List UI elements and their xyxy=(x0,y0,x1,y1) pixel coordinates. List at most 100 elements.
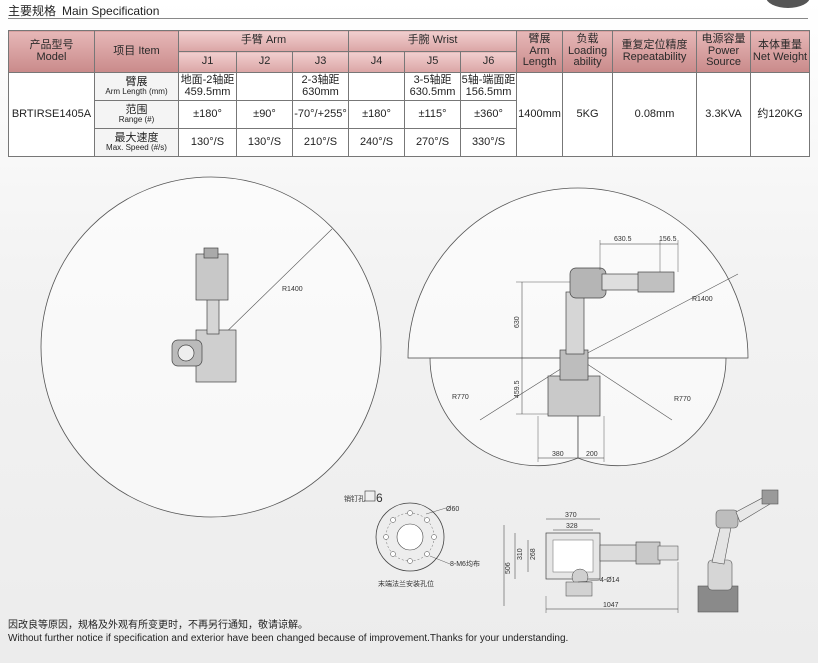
flange-hole-1 xyxy=(407,510,413,516)
robot-photo-elbow xyxy=(715,509,739,529)
robot-turret-side xyxy=(559,349,589,381)
label-1047: 1047 xyxy=(603,602,619,609)
side-view-drawing: R1400 R770 R770 630.5 156.5 xyxy=(407,187,749,467)
label-r770-left: R770 xyxy=(452,394,469,401)
label-pin-dia: 6 xyxy=(376,491,383,505)
robot-photo-turret xyxy=(707,559,733,591)
flange-hole-2 xyxy=(424,517,430,523)
robot-forearm-side xyxy=(601,273,643,291)
base-arm-wrist xyxy=(657,545,679,561)
reach-arc-lower-right xyxy=(577,357,727,467)
flange-hole-5 xyxy=(407,558,413,564)
header-j6: J6 xyxy=(460,51,518,73)
header-arm-group: 手臂 Arm xyxy=(177,30,350,52)
flange-hole-3 xyxy=(431,534,437,540)
speed-j2: 130°/S xyxy=(236,128,293,157)
label-r770-right: R770 xyxy=(674,396,691,403)
armlen-j2 xyxy=(236,72,293,101)
robot-side-view xyxy=(547,267,675,417)
robot-photo-base xyxy=(697,585,739,613)
range-j2: ±90° xyxy=(236,100,293,129)
speed-j6: 330°/S xyxy=(460,128,518,157)
footer-en: Without further notice if specification … xyxy=(8,632,569,644)
label-r1400-left: R1400 xyxy=(282,286,303,293)
flange-center xyxy=(396,523,424,551)
robot-top-view xyxy=(171,247,237,383)
header-j4: J4 xyxy=(348,51,406,73)
base-arm-link xyxy=(599,544,641,562)
leader-4d14 xyxy=(577,579,601,583)
header-j1: J1 xyxy=(178,51,237,73)
label-328: 328 xyxy=(566,523,578,530)
power-value: 3.3KVA xyxy=(696,72,752,157)
robot-elbow-side xyxy=(569,267,607,299)
label-630: 630 xyxy=(514,316,521,328)
corner-decoration xyxy=(766,0,810,8)
label-370: 370 xyxy=(565,512,577,519)
header-j5: J5 xyxy=(404,51,462,73)
robot-upper-arm-side xyxy=(565,291,585,355)
weight-value: 约120KG xyxy=(750,72,811,157)
section-title: 主要规格 Main Specification xyxy=(8,2,159,19)
label-1565: 156.5 xyxy=(659,236,677,243)
robot-photo-wrist xyxy=(761,489,779,505)
radius-line-left xyxy=(210,228,333,348)
flange-hole-6 xyxy=(390,551,396,557)
top-view-drawing: R1400 xyxy=(40,176,382,518)
armlen-j4 xyxy=(348,72,406,101)
model-cell: BRTIRSE1405A xyxy=(8,72,95,157)
label-310: 310 xyxy=(517,548,524,560)
technical-drawings: R1400 R1400 R770 R770 xyxy=(40,176,779,613)
speed-j3: 210°/S xyxy=(291,128,350,157)
range-j3: -70°/+255° xyxy=(291,100,350,129)
robot-wrist-side xyxy=(637,271,675,293)
reach-arc-lower-left xyxy=(429,357,579,467)
radius-line-right xyxy=(577,273,739,359)
range-j1: ±180° xyxy=(178,100,237,129)
label-m6-holes: 8-M6均布 xyxy=(450,559,480,568)
speed-j1: 130°/S xyxy=(178,128,237,157)
base-drawing: 370 328 310 268 506 4-Ø14 1047 xyxy=(503,512,679,613)
section-title-cn: 主要规格 xyxy=(8,4,57,18)
robot-base-side xyxy=(547,375,601,417)
robot-wrist-top xyxy=(203,247,219,259)
header-j3: J3 xyxy=(291,51,350,73)
label-flange-caption: 末端法兰安装孔位 xyxy=(378,579,434,588)
label-r1400-right: R1400 xyxy=(692,296,713,303)
leader-m6 xyxy=(429,555,451,565)
loading-value: 5KG xyxy=(562,72,614,157)
label-4d14: 4-Ø14 xyxy=(600,577,620,584)
flange-hole-4 xyxy=(424,551,430,557)
section-title-en: Main Specification xyxy=(62,4,160,18)
label-pin-hole: 销钉孔 xyxy=(344,494,365,503)
footer-cn: 因改良等原因，规格及外观有所变更时，不再另行通知，敬请谅解。 xyxy=(8,620,308,631)
flange-hole-7 xyxy=(383,534,389,540)
label-380: 380 xyxy=(552,451,564,458)
label-d60: Ø60 xyxy=(446,506,459,513)
repeatability-value: 0.08mm xyxy=(612,72,698,157)
base-inner xyxy=(552,539,594,573)
speed-j4: 240°/S xyxy=(348,128,406,157)
range-j5: ±115° xyxy=(404,100,462,129)
speed-j5: 270°/S xyxy=(404,128,462,157)
base-arm-bottom xyxy=(565,581,593,597)
flange-hole-8 xyxy=(390,517,396,523)
arm-length-value: 1400mm xyxy=(516,72,564,157)
